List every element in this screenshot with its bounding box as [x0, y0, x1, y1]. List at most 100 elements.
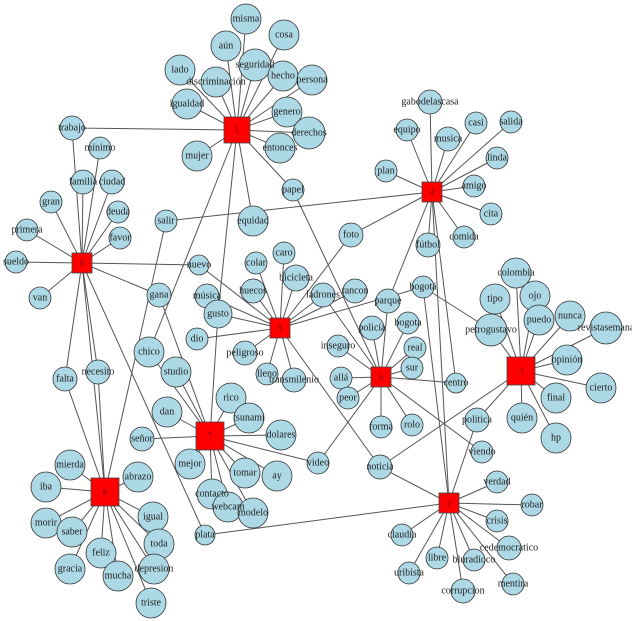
topic-node-9[interactable] — [71, 252, 93, 274]
word-node-dan[interactable] — [151, 396, 183, 428]
word-node-transmilenio[interactable] — [281, 367, 307, 393]
topic-node-7[interactable] — [195, 421, 225, 451]
word-node-studio[interactable] — [160, 356, 192, 388]
word-node-bogota[interactable] — [396, 311, 420, 335]
word-node-gran[interactable] — [39, 190, 63, 214]
word-node-misma[interactable] — [230, 3, 262, 35]
word-node-parque[interactable] — [375, 288, 401, 314]
word-node-salida[interactable] — [499, 110, 523, 134]
word-node-claudia[interactable] — [390, 523, 414, 547]
word-node-depresion[interactable] — [138, 553, 170, 585]
word-node-familia[interactable] — [70, 169, 96, 195]
topic-node-1[interactable] — [223, 116, 251, 144]
word-node-puedo[interactable] — [523, 304, 555, 336]
word-node-aun[interactable] — [210, 30, 242, 62]
word-node-falta[interactable] — [52, 366, 78, 392]
word-node-bogota[interactable] — [411, 275, 435, 299]
word-node-linda[interactable] — [485, 146, 509, 170]
word-node-lado[interactable] — [164, 54, 196, 86]
word-node-iba[interactable] — [30, 471, 62, 503]
word-node-peligroso[interactable] — [232, 340, 258, 366]
word-node-van[interactable] — [28, 286, 52, 310]
word-node-opinion[interactable] — [551, 344, 583, 376]
word-node-comida[interactable] — [452, 225, 476, 249]
word-node-chico[interactable] — [133, 336, 165, 368]
word-node-rancon[interactable] — [342, 278, 368, 304]
word-node-trabajo[interactable] — [59, 115, 85, 141]
word-node-noticia[interactable] — [367, 454, 393, 480]
word-node-rico[interactable] — [215, 382, 247, 414]
word-node-quien[interactable] — [506, 402, 538, 434]
word-node-derechos[interactable] — [292, 116, 326, 150]
topic-node-3[interactable] — [506, 356, 536, 386]
word-node-plan[interactable] — [374, 159, 398, 183]
word-node-plata[interactable] — [194, 524, 216, 546]
word-node-colombia[interactable] — [500, 257, 532, 289]
word-node-sueldo[interactable] — [4, 250, 28, 274]
word-node-favor[interactable] — [108, 226, 132, 250]
word-node-mejor[interactable] — [174, 448, 206, 480]
word-node-alla[interactable] — [329, 366, 353, 390]
word-node-rolo[interactable] — [400, 413, 424, 437]
word-node-deuda[interactable] — [106, 200, 130, 224]
word-node-dio[interactable] — [185, 327, 209, 351]
word-node-inseguro[interactable] — [326, 334, 350, 358]
word-node-colar[interactable] — [244, 251, 268, 275]
word-node-genero[interactable] — [271, 96, 303, 128]
word-node-primera[interactable] — [15, 218, 39, 242]
word-node-mentira[interactable] — [501, 572, 525, 596]
word-node-cosa[interactable] — [268, 19, 300, 51]
word-node-nunca[interactable] — [554, 300, 586, 332]
word-node-minimo[interactable] — [88, 136, 112, 160]
word-node-nuevo[interactable] — [188, 254, 210, 276]
word-node-huecos[interactable] — [240, 278, 266, 304]
word-node-ladrones[interactable] — [310, 282, 336, 308]
word-node-cedemocratico[interactable] — [496, 535, 522, 561]
word-node-gabodelascasa[interactable] — [417, 89, 443, 115]
word-node-mierda[interactable] — [54, 449, 86, 481]
word-node-final[interactable] — [540, 382, 572, 414]
word-node-igualdad[interactable] — [171, 88, 203, 120]
word-node-gana[interactable] — [146, 282, 172, 308]
word-node-centro[interactable] — [445, 372, 467, 394]
word-node-salir[interactable] — [154, 209, 178, 233]
word-node-abrazo[interactable] — [122, 461, 154, 493]
word-node-saber[interactable] — [56, 516, 88, 548]
topic-node-4[interactable] — [421, 181, 443, 203]
word-node-modelo[interactable] — [237, 497, 269, 529]
word-node-cierto[interactable] — [585, 372, 617, 404]
word-node-triste[interactable] — [135, 587, 167, 619]
word-node-casi[interactable] — [464, 111, 488, 135]
word-node-musica[interactable] — [435, 126, 461, 152]
word-node-foto[interactable] — [338, 222, 364, 248]
word-node-tomar[interactable] — [229, 457, 261, 489]
word-node-papel[interactable] — [281, 178, 305, 202]
word-node-necesito[interactable] — [85, 359, 111, 385]
word-node-verdad[interactable] — [485, 470, 509, 494]
word-node-bluradioco[interactable] — [462, 548, 486, 572]
word-node-bicicleta[interactable] — [282, 264, 310, 292]
word-node-politica[interactable] — [464, 407, 490, 433]
word-node-peor[interactable] — [336, 386, 360, 410]
word-node-equipo[interactable] — [395, 118, 419, 142]
word-node-uribista[interactable] — [397, 561, 421, 585]
word-node-gusto[interactable] — [203, 299, 233, 329]
word-node-futbol[interactable] — [415, 232, 441, 258]
word-node-mujer[interactable] — [181, 140, 213, 172]
word-node-revistasemana[interactable] — [589, 311, 623, 345]
word-node-ciudad[interactable] — [99, 169, 125, 195]
topic-node-6[interactable] — [370, 366, 392, 388]
word-node-seguridad[interactable] — [238, 48, 272, 82]
word-node-ay[interactable] — [261, 460, 293, 492]
word-node-senor[interactable] — [129, 426, 155, 452]
word-node-tsunami[interactable] — [233, 402, 265, 434]
word-node-gracia[interactable] — [54, 553, 86, 585]
word-node-amigo[interactable] — [462, 174, 486, 198]
word-node-hp[interactable] — [540, 422, 572, 454]
word-node-persona[interactable] — [296, 64, 328, 96]
word-node-entonces[interactable] — [264, 132, 296, 164]
topic-node-5[interactable] — [269, 317, 291, 339]
word-node-sur[interactable] — [400, 356, 424, 380]
word-node-robar[interactable] — [520, 493, 544, 517]
word-node-mucha[interactable] — [102, 560, 134, 592]
